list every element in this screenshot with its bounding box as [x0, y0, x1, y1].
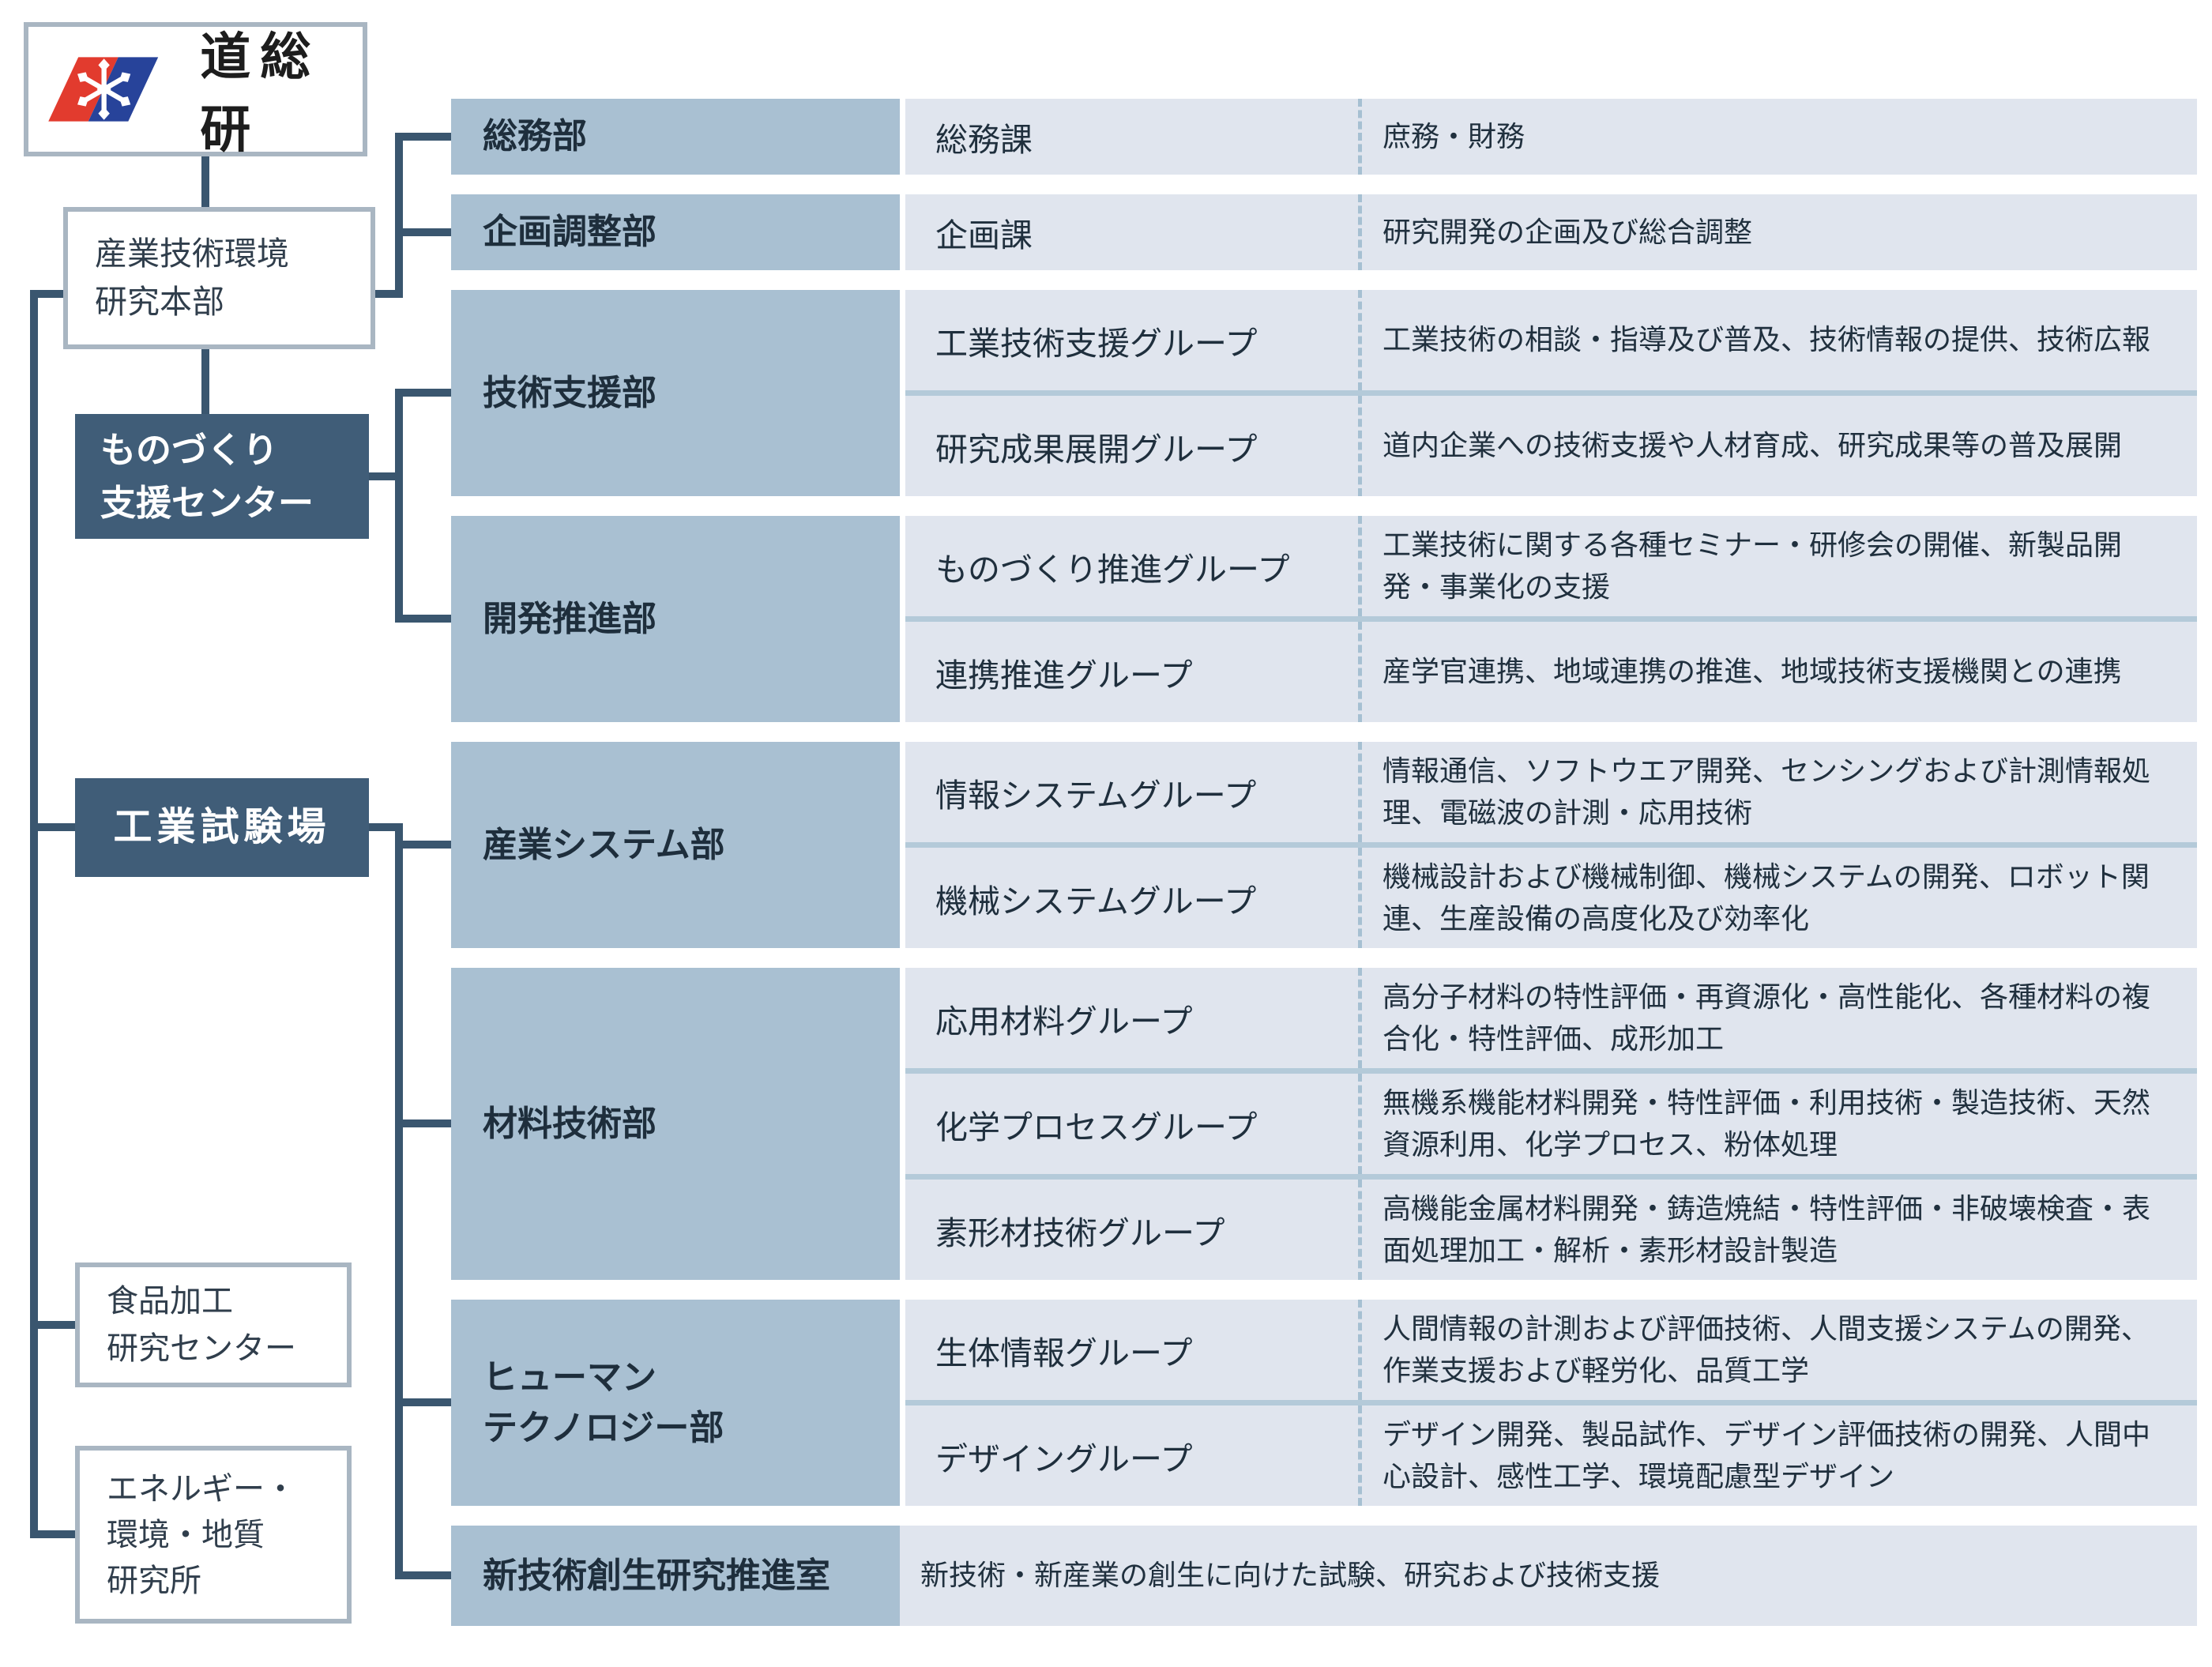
connector-energy-stub [30, 1530, 77, 1538]
center-box-monozukuri: ものづくり 支援センター [75, 414, 369, 539]
group-cell-0-0: 総務課 [905, 99, 1358, 175]
dept-cell-0: 総務部 [451, 99, 900, 175]
connector-food-stub [30, 1321, 77, 1329]
connector-kogyo-left-stub [30, 823, 77, 831]
connector-kikaku-stub [395, 228, 453, 236]
desc-cell-3-1: 産学官連携、地域連携の推進、地域技術支援機関との連携 [1358, 622, 2197, 722]
logo-text: 道総研 [200, 28, 321, 158]
row-divider [905, 1068, 2197, 1074]
connector-trunk2 [395, 389, 403, 623]
dept-cell-4: 産業システム部 [451, 742, 900, 948]
row-divider [905, 616, 2197, 622]
connector-zairyo-stub [395, 1119, 453, 1127]
group-cell-6-1: デザイングループ [905, 1405, 1358, 1506]
group-cell-2-0: 工業技術支援グループ [905, 290, 1358, 390]
connector-shingijutsu-stub [395, 1571, 453, 1579]
center-box-kogyo-shikenjo: 工業試験場 [75, 778, 369, 877]
connector-hq-to-monozukuri [201, 349, 209, 414]
group-cell-5-2: 素形材技術グループ [905, 1180, 1358, 1280]
row-divider [905, 1400, 2197, 1405]
dept-cell-3: 開発推進部 [451, 516, 900, 722]
connector-trunk3 [395, 823, 403, 1579]
hro-snowflake-logo-icon [48, 57, 159, 122]
dept-cell-1: 企画調整部 [451, 194, 900, 270]
group-cell-5-0: 応用材料グループ [905, 968, 1358, 1068]
group-cell-3-1: 連携推進グループ [905, 622, 1358, 722]
desc-cell-6-1: デザイン開発、製品試作、デザイン評価技術の開発、人間中心設計、感性工学、環境配慮… [1358, 1405, 2197, 1506]
connector-kaihatsu-stub [395, 615, 453, 623]
desc-cell-5-2: 高機能金属材料開発・鋳造焼結・特性評価・非破壊検査・表面処理加工・解析・素形材設… [1358, 1180, 2197, 1280]
connector-trunk1 [395, 133, 403, 298]
row-divider [905, 1174, 2197, 1180]
connector-left-trunk [30, 290, 38, 1538]
desc-cell-6-0: 人間情報の計測および評価技術、人間支援システムの開発、作業支援および軽労化、品質… [1358, 1300, 2197, 1400]
dept-cell-7: 新技術創生研究推進室 [451, 1526, 900, 1626]
connector-soumu-stub [395, 133, 453, 141]
group-cell-3-0: ものづくり推進グループ [905, 516, 1358, 616]
desc-cell-5-1: 無機系機能材料開発・特性評価・利用技術・製造技術、天然資源利用、化学プロセス、粉… [1358, 1074, 2197, 1174]
desc-cell-7-0: 新技術・新産業の創生に向けた試験、研究および技術支援 [900, 1526, 2197, 1626]
dept-cell-5: 材料技術部 [451, 968, 900, 1280]
group-cell-1-0: 企画課 [905, 194, 1358, 270]
logo-box: 道総研 [24, 22, 367, 158]
connector-logo-to-hq [201, 156, 209, 207]
desc-cell-4-1: 機械設計および機械制御、機械システムの開発、ロボット関連、生産設備の高度化及び効… [1358, 848, 2197, 948]
group-cell-4-1: 機械システムグループ [905, 848, 1358, 948]
desc-cell-1-0: 研究開発の企画及び総合調整 [1358, 194, 2197, 270]
hq-box: 産業技術環境 研究本部 [63, 207, 375, 349]
row-divider [905, 390, 2197, 396]
desc-cell-2-0: 工業技術の相談・指導及び普及、技術情報の提供、技術広報 [1358, 290, 2197, 390]
connector-hq-right-stub [373, 290, 403, 298]
connector-kogyo-right-stub [367, 823, 403, 831]
row-divider [905, 842, 2197, 848]
group-cell-5-1: 化学プロセスグループ [905, 1074, 1358, 1174]
center-box-energy: エネルギー・ 環境・地質 研究所 [75, 1446, 352, 1624]
dept-cell-2: 技術支援部 [451, 290, 900, 496]
dept-cell-6: ヒューマン テクノロジー部 [451, 1300, 900, 1506]
connector-hq-left-stub [30, 290, 65, 298]
connector-sangyo-stub [395, 841, 453, 849]
connector-human-stub [395, 1398, 453, 1406]
center-box-food: 食品加工 研究センター [75, 1262, 352, 1387]
desc-cell-3-0: 工業技術に関する各種セミナー・研修会の開催、新製品開発・事業化の支援 [1358, 516, 2197, 616]
desc-cell-0-0: 庶務・財務 [1358, 99, 2197, 175]
desc-cell-5-0: 高分子材料の特性評価・再資源化・高性能化、各種材料の複合化・特性評価、成形加工 [1358, 968, 2197, 1068]
group-cell-2-1: 研究成果展開グループ [905, 396, 1358, 496]
desc-cell-4-0: 情報通信、ソフトウエア開発、センシングおよび計測情報処理、電磁波の計測・応用技術 [1358, 742, 2197, 842]
connector-gijutsu-stub [395, 389, 453, 397]
connector-monozukuri-right-stub [367, 472, 403, 480]
group-cell-6-0: 生体情報グループ [905, 1300, 1358, 1400]
group-cell-4-0: 情報システムグループ [905, 742, 1358, 842]
desc-cell-2-1: 道内企業への技術支援や人材育成、研究成果等の普及展開 [1358, 396, 2197, 496]
